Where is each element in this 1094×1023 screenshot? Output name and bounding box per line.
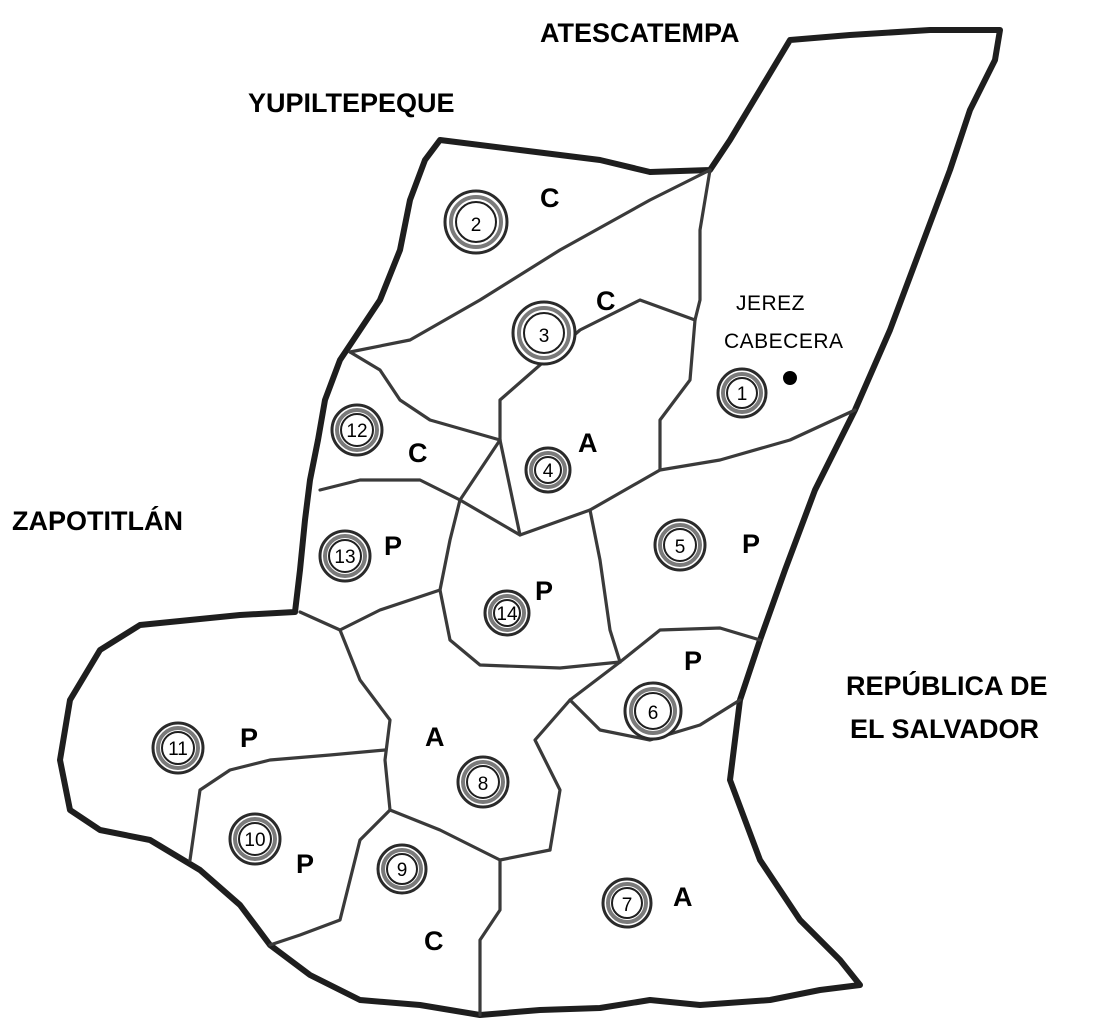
sector-zone-label: P [535, 576, 553, 606]
sector-number: 2 [471, 215, 482, 236]
sector-marker-3: 3 [511, 300, 577, 366]
sector-number: 4 [543, 461, 554, 482]
sector-zone-label: P [296, 849, 314, 879]
sector-number: 5 [675, 537, 686, 558]
sector-zone-label: C [540, 183, 560, 213]
sector-marker-7: 7 [601, 877, 653, 929]
sector-marker-1: 1 [716, 367, 768, 419]
sector-zone-label: P [742, 529, 760, 559]
sector-marker-8: 8 [456, 755, 510, 809]
sector-zone-label: A [425, 722, 445, 752]
sector-marker-4: 4 [524, 446, 572, 494]
sector-number: 10 [244, 830, 265, 851]
sector-number: 12 [346, 421, 367, 442]
neighbor-label-el-salvador-line1: REPÚBLICA DE [846, 670, 1048, 701]
neighbor-label-zapotitlan: ZAPOTITLÁN [12, 505, 183, 536]
sector-number: 13 [334, 547, 355, 568]
municipality-outline [57, 27, 1003, 1018]
sector-number: 9 [397, 860, 408, 881]
sector-marker-5: 5 [653, 518, 707, 572]
sector-marker-14: 14 [483, 589, 531, 637]
sector-marker-12: 12 [330, 403, 384, 457]
sector-zone-label: C [424, 926, 444, 956]
sector-zone-label: A [578, 428, 598, 458]
sector-number: 7 [622, 895, 633, 916]
sector-zone-label: P [240, 723, 258, 753]
sector-zone-label: A [673, 882, 693, 912]
neighbor-label-el-salvador-line2: EL SALVADOR [850, 714, 1039, 744]
sector-marker-13: 13 [318, 529, 372, 583]
sector-number: 6 [648, 703, 659, 724]
sector-number: 1 [737, 384, 748, 405]
sector-number: 3 [539, 326, 550, 347]
sector-number: 11 [168, 739, 188, 760]
town-center-marker [783, 371, 797, 385]
sector-marker-6: 6 [623, 681, 683, 741]
sector-marker-2: 2 [443, 189, 509, 255]
sector-zone-label: C [408, 438, 428, 468]
sector-number: 14 [496, 604, 518, 625]
town-label-line2: CABECERA [724, 330, 844, 353]
sector-zone-label: P [384, 531, 402, 561]
neighbor-label-atescatempa: ATESCATEMPA [540, 18, 740, 48]
sector-number: 8 [478, 774, 489, 795]
sector-zone-label: P [684, 646, 702, 676]
sector-marker-9: 9 [376, 843, 428, 895]
sector-zone-label: C [596, 286, 616, 316]
sector-marker-10: 10 [228, 812, 282, 866]
town-label-line1: JEREZ [736, 292, 805, 315]
sector-marker-11: 11 [151, 721, 205, 775]
neighbor-label-yupiltepeque: YUPILTEPEQUE [248, 88, 455, 118]
